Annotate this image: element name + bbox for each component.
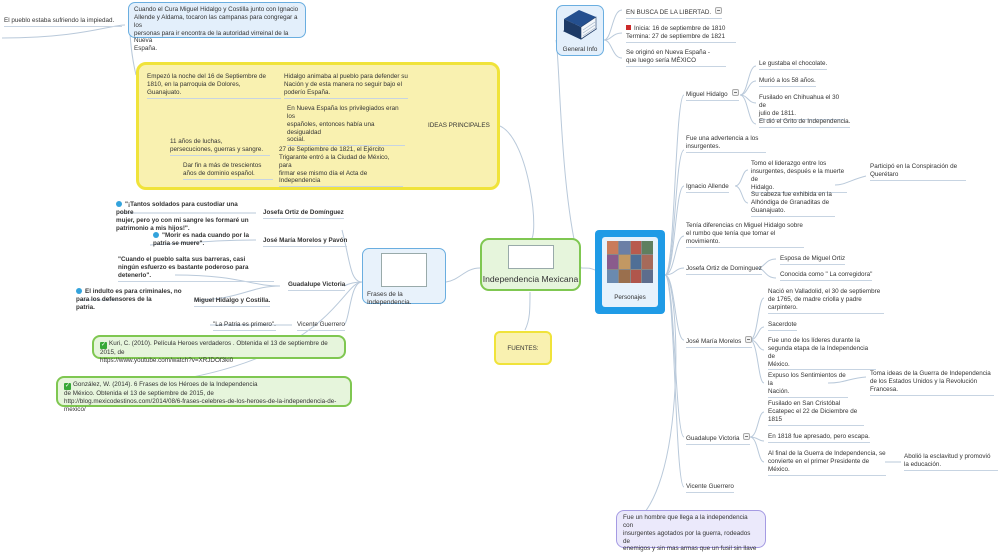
central-image — [508, 245, 554, 269]
portrait-icon — [618, 255, 630, 269]
general-info-item-1[interactable]: EN BUSCA DE LA LIBERTAD. — [626, 7, 723, 19]
phrase-quote-morelos[interactable]: "Morir es nada cuando por la patria se m… — [153, 232, 249, 247]
portrait-icon — [630, 241, 642, 255]
fuentes-node[interactable]: FUENTES: — [494, 331, 552, 365]
phrase-author-victoria[interactable]: Guadalupe Victoria — [288, 281, 346, 291]
portrait-icon — [607, 255, 618, 269]
frases-node[interactable]: Frases de la Independencia. — [362, 248, 446, 307]
portrait-grid — [607, 241, 653, 283]
morelos-sub[interactable]: Toma ideas de la Guerra de Independencia… — [870, 370, 994, 396]
top-left-note[interactable]: El pueblo estaba sufriendo la impiedad. — [4, 17, 122, 27]
josefa-fact-2[interactable]: Conocida como " La corregidora" — [780, 271, 873, 281]
character-victoria[interactable]: Guadalupe Victoria — [686, 433, 751, 445]
collapse-icon[interactable] — [743, 433, 751, 440]
ideas-principales-label[interactable]: IDEAS PRINCIPALES — [428, 122, 490, 129]
morelos-fact-4[interactable]: Expuso los Sentimientos de la Nación. — [768, 372, 848, 398]
general-info-node[interactable]: General Info — [556, 5, 604, 56]
victoria-fact-1[interactable]: Fusilado en San Cristóbal Ecatepec el 22… — [768, 400, 864, 426]
phrase-author-guerrero[interactable]: Vicente Guerrero — [297, 321, 345, 331]
character-hidalgo[interactable]: Miguel Hidalgo — [686, 89, 739, 101]
idea-item-3[interactable]: En Nueva España los privilegiados eran l… — [287, 105, 405, 147]
fuentes-label: FUENTES: — [507, 345, 539, 352]
advertencia-note[interactable]: Fue una advertencia a los insurgentes. — [686, 135, 766, 153]
ideas-principales-frame[interactable] — [136, 62, 500, 190]
check-icon: ✓ — [100, 342, 107, 349]
portrait-icon — [618, 241, 630, 255]
check-icon: ✓ — [64, 383, 71, 390]
tenia-note[interactable]: Tenía diferencias cn Miguel Hidalgo sobr… — [686, 222, 804, 248]
source-gonzalez[interactable]: ✓González, W. (2014). 6 Frases de los Hé… — [56, 376, 352, 413]
morelos-fact-3[interactable]: Fue uno de los líderes durante la segund… — [768, 337, 876, 371]
collapse-icon[interactable] — [745, 336, 753, 343]
portrait-icon — [642, 255, 653, 269]
hidalgo-fact-1[interactable]: Le gustaba el chocolate. — [759, 60, 828, 70]
top-note-box[interactable]: Cuando el Cura Miguel Hidalgo y Costilla… — [128, 2, 306, 52]
josefa-fact-1[interactable]: Esposa de Miguel Ortiz — [780, 255, 846, 265]
flag-icon — [626, 25, 631, 30]
portrait-icon — [607, 269, 618, 283]
idea-item-6[interactable]: 27 de Septiembre de 1821, el Ejército Tr… — [279, 146, 403, 188]
allende-sub[interactable]: Participó en la Conspiración de Querétar… — [870, 163, 966, 181]
frases-label: Frases de la Independencia. — [367, 291, 412, 307]
collapse-icon[interactable] — [715, 7, 723, 14]
general-info-item-3[interactable]: Se originó en Nueva España - que luego s… — [626, 49, 726, 67]
general-info-item-2[interactable]: Inicia: 16 de septiembre de 1810 Termina… — [626, 25, 736, 43]
info-dot-icon — [76, 288, 82, 294]
info-dot-icon — [116, 201, 122, 207]
info-dot-icon — [153, 232, 159, 238]
morelos-fact-1[interactable]: Nació en Valladolid, el 30 de septiembre… — [768, 288, 884, 314]
bottom-note-box[interactable]: Fue un hombre que llega a la independenc… — [616, 510, 766, 552]
phrase-author-josefa[interactable]: Josefa Ortiz de Domínguez — [263, 209, 344, 219]
portrait-icon — [642, 241, 653, 255]
top-note-text: Cuando el Cura Miguel Hidalgo y Costilla… — [134, 6, 299, 53]
personajes-node[interactable]: Personajes — [595, 230, 665, 314]
victoria-fact-3[interactable]: Al final de la Guerra de Independencia, … — [768, 450, 886, 476]
phrase-quote-hidalgo[interactable]: El indulto es para criminales, no para l… — [76, 288, 182, 311]
book-icon — [562, 10, 598, 40]
portrait-icon — [607, 241, 618, 255]
hidalgo-fact-4[interactable]: El dió el Grito de Independencia. — [759, 118, 851, 128]
phrase-quote-josefa[interactable]: "¡Tantos soldados para custodiar una pob… — [116, 201, 249, 232]
hidalgo-fact-2[interactable]: Murió a los 58 años. — [759, 77, 816, 87]
central-title: Independencia Mexicana — [482, 274, 579, 284]
phrase-quote-guerrero[interactable]: "La Patria es primero". — [213, 321, 276, 331]
personajes-label: Personajes — [614, 294, 646, 301]
idea-item-2[interactable]: Hidalgo animaba al pueblo para defender … — [284, 73, 408, 99]
victoria-fact-2[interactable]: En 1818 fue apresado, pero escapa. — [768, 433, 870, 443]
character-allende[interactable]: Ignacio Allende — [686, 183, 729, 193]
idea-item-5[interactable]: Dar fin a más de trescientos años de dom… — [183, 162, 273, 180]
portrait-icon — [642, 269, 653, 283]
portrait-icon — [618, 269, 630, 283]
idea-item-4[interactable]: 11 años de luchas, persecuciones, guerra… — [170, 138, 270, 156]
bottom-note-text: Fue un hombre que llega a la independenc… — [623, 514, 757, 552]
idea-item-1[interactable]: Empezó la noche del 16 de Septiembre de … — [147, 73, 281, 99]
frases-image — [381, 253, 427, 287]
phrase-author-hidalgo[interactable]: Miguel Hidalgo y Costilla. — [194, 297, 271, 307]
victoria-sub[interactable]: Abolió la esclavitud y promovió la educa… — [904, 453, 998, 471]
allende-fact-1[interactable]: Tomo el liderazgo entre los insurgentes,… — [751, 160, 847, 194]
character-josefa[interactable]: Josefa Ortiz de Dominguez — [686, 265, 762, 275]
portrait-icon — [630, 255, 642, 269]
morelos-fact-2[interactable]: Sacerdote — [768, 321, 797, 331]
collapse-icon[interactable] — [731, 89, 739, 96]
hidalgo-fact-3[interactable]: Fusilado en Chihuahua el 30 de julio de … — [759, 94, 845, 120]
central-node[interactable]: Independencia Mexicana — [480, 238, 581, 291]
general-info-label: General Info — [562, 46, 598, 53]
phrase-author-morelos[interactable]: José María Morelos y Pavón — [263, 237, 348, 247]
character-guerrero[interactable]: Vicente Guerrero — [686, 483, 734, 493]
source-kuri[interactable]: ✓Kuri, C. (2010). Película Heroes verdad… — [92, 335, 346, 364]
character-morelos[interactable]: José María Morelos — [686, 336, 753, 348]
phrase-quote-victoria[interactable]: "Cuando el pueblo salta sus barreras, ca… — [118, 256, 274, 282]
personajes-inner: Personajes — [602, 237, 658, 307]
portrait-icon — [630, 269, 642, 283]
allende-fact-2[interactable]: Su cabeza fue exhibida en la Alhóndiga d… — [751, 191, 835, 217]
